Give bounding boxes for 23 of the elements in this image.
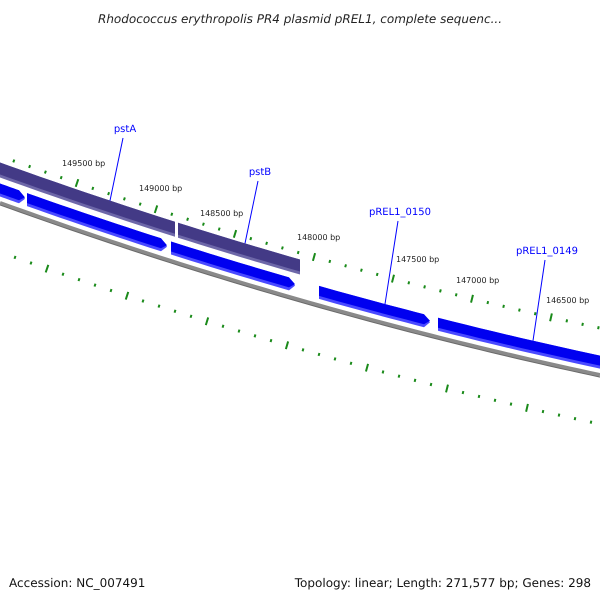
title: Rhodococcus erythropolis PR4 plasmid pREL1, complete sequenc... xyxy=(96,11,504,28)
gene-feature-block xyxy=(27,193,167,252)
leader-line xyxy=(244,180,258,244)
scale-label: 147500 bp xyxy=(396,254,440,265)
gene-label: pREL1_0150 xyxy=(369,206,431,220)
gene-label: pstB xyxy=(248,166,272,180)
gene-feature-block xyxy=(319,286,430,328)
gene-label: pstA xyxy=(114,123,136,137)
scale-label: 148000 bp xyxy=(297,232,340,243)
gene-feature-block xyxy=(0,182,25,204)
leader-line xyxy=(532,260,546,342)
scale-label: 146500 bp xyxy=(546,295,590,306)
scale-label: 149500 bp xyxy=(62,158,106,169)
gene-feature-block xyxy=(438,318,600,370)
sequence-info-text: Topology: linear; Length: 271,577 bp; Genes: 298 xyxy=(294,575,591,592)
gene-label: pREL1_0149 xyxy=(516,245,578,259)
scale-label: 147000 bp xyxy=(456,275,500,286)
accession-text: Accession: NC_007491 xyxy=(9,575,146,592)
scale-label: 148500 bp xyxy=(200,208,244,219)
scale-label: 149000 bp xyxy=(139,183,182,194)
leader-line xyxy=(384,220,398,305)
leader-line xyxy=(110,138,124,202)
gene-feature-block xyxy=(171,242,295,290)
